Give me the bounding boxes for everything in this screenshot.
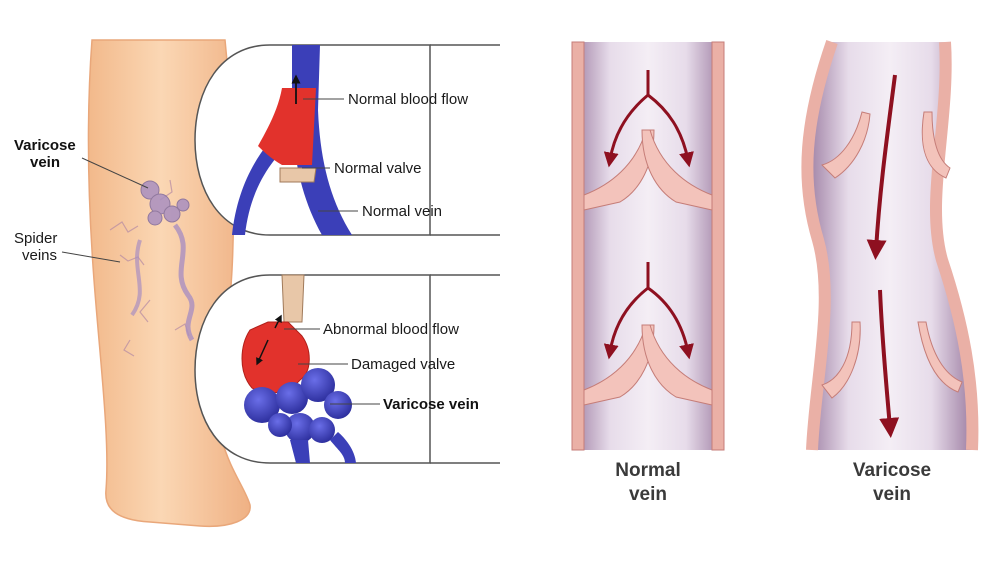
caption-varicose-line1: Varicose xyxy=(853,460,931,481)
normal-vein-diagram xyxy=(571,41,725,451)
caption-varicose-line2: vein xyxy=(873,484,911,505)
label-normal-vein: Normal vein xyxy=(362,203,442,220)
varicose-vein-inset xyxy=(194,274,500,464)
label-normal-valve: Normal valve xyxy=(334,160,422,177)
caption-normal-line1: Normal xyxy=(615,460,680,481)
caption-normal-line2: vein xyxy=(629,484,667,505)
leg-varicose-vein xyxy=(140,180,190,226)
varicose-vein-diagram xyxy=(801,40,979,451)
varicose-blobs xyxy=(244,368,352,443)
label-varicose-vein-line1: Varicose xyxy=(14,137,76,154)
label-varicose-vein-line2: vein xyxy=(30,154,60,171)
label-varicose-vein: Varicose vein xyxy=(383,396,479,413)
label-spider-veins-line2: veins xyxy=(22,247,57,264)
label-abnormal-blood-flow: Abnormal blood flow xyxy=(323,321,459,338)
normal-vein-inset xyxy=(194,44,500,236)
label-spider-veins-line1: Spider xyxy=(14,230,57,247)
label-damaged-valve: Damaged valve xyxy=(351,356,455,373)
label-normal-blood-flow: Normal blood flow xyxy=(348,91,468,108)
